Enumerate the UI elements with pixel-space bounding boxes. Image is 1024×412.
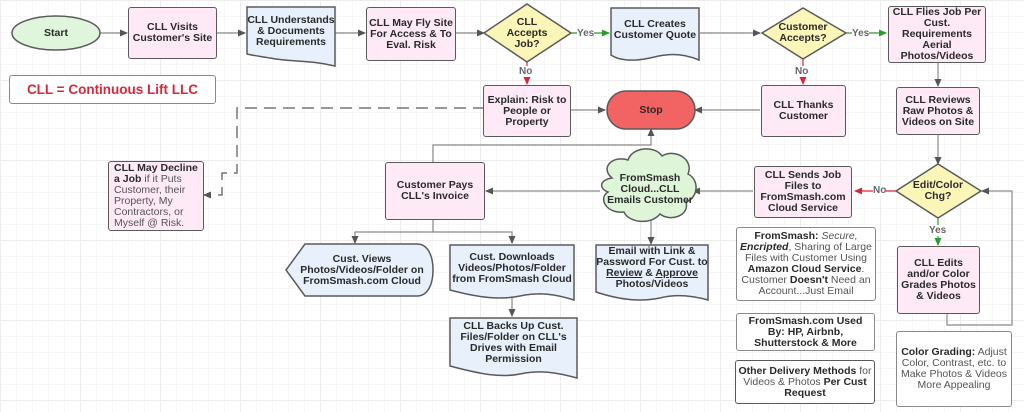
other-methods-t: for Videos & Photos (743, 364, 872, 388)
may-fly-label: CLL May Fly Site For Access & To Eval. R… (369, 16, 453, 51)
edit-color-label: Edit/Color Chg? (912, 179, 964, 202)
fromsmash-bi: Encripted (740, 241, 789, 253)
accepts-job-label: CLL Accepts Job? (506, 15, 548, 50)
legend-text: CLL = Continuous Lift LLC (26, 82, 199, 97)
other-methods-b1: Other Delivery Methods (738, 364, 857, 377)
edge-edits-loop (946, 187, 1013, 326)
views-cloud-label: Cust. Views Photos/Videos/Folder on From… (300, 252, 424, 287)
may-decline-node[interactable]: CLL May Decline a Job if it Puts Custome… (108, 161, 204, 231)
may-decline-text: CLL May Decline a Job if it Puts Custome… (114, 163, 198, 229)
stop-label: Stop (639, 103, 663, 116)
start-label: Start (44, 26, 68, 39)
cloud-emails-label: FromSmash Cloud...CLL Emails Customer (607, 171, 693, 206)
email-link-review: Review (606, 267, 643, 279)
edits-grades-label: CLL Edits and/or Color Grades Photos & V… (901, 257, 976, 302)
start-node[interactable]: Start (12, 16, 100, 50)
understands-node[interactable]: CLL Understands & Documents Requirements (247, 7, 335, 55)
backs-up-node[interactable]: CLL Backs Up Cust. Files/Folder on CLL's… (450, 318, 577, 368)
flies-job-node[interactable]: CLL Flies Job Per Cust. Requirements Aer… (888, 6, 986, 63)
backup-document-shape (449, 317, 578, 379)
fromsmash-note: FromSmash: Secure, Encripted, Sharing of… (736, 227, 876, 301)
sends-files-label: CLL Sends Job Files to FromSmash.com Clo… (760, 169, 846, 214)
customer-accepts-diamond (760, 7, 848, 60)
email-link-part1: Email with Link & Password For Cust. to (596, 245, 708, 268)
edge-label-no-edit: No (873, 185, 887, 196)
understands-label: CLL Understands & Documents Requirements (247, 13, 335, 48)
edit-color-diamond (894, 163, 983, 219)
edit-color-node[interactable]: Edit/Color Chg? (906, 176, 970, 206)
reviews-raw-label: CLL Reviews Raw Photos & Videos on Site (901, 93, 975, 128)
cloud-emails-node[interactable]: FromSmash Cloud...CLL Emails Customer (606, 160, 694, 218)
email-link-part2: Photos/Videos (615, 278, 689, 290)
visits-site-label: CLL Visits Customer's Site (132, 21, 213, 44)
downloads-document-shape (449, 244, 575, 302)
views-cloud-node[interactable]: Cust. Views Photos/Videos/Folder on From… (292, 244, 432, 296)
may-decline-bold: CLL May Decline a Job (114, 162, 198, 185)
email-link-text: Email with Link & Password For Cust. to … (596, 246, 708, 290)
fromsmash-i1: Secure, (818, 230, 858, 242)
may-decline-rest: if it Puts Customer, their Property, My … (114, 173, 186, 229)
used-by-text: FromSmash.com Used By: HP, Airbnb, Shutt… (748, 314, 863, 349)
downloads-label: Cust. Downloads Videos/Photos/Folder fro… (452, 250, 572, 285)
email-link-node[interactable]: Email with Link & Password For Cust. to … (596, 245, 708, 291)
pays-invoice-node[interactable]: Customer Pays CLL's Invoice (385, 162, 485, 220)
stop-node[interactable]: Stop (607, 91, 695, 129)
legend-box: CLL = Continuous Lift LLC (9, 75, 216, 104)
explain-risk-node[interactable]: Explain: Risk to People or Property (483, 85, 571, 137)
sends-files-node[interactable]: CLL Sends Job Files to FromSmash.com Clo… (754, 166, 852, 218)
edge-invoice-downloads (433, 231, 516, 244)
accepts-job-diamond (482, 3, 573, 63)
backs-up-label: CLL Backs Up Cust. Files/Folder on CLL's… (460, 320, 567, 365)
color-grading-text: Color Grading: Adjust Color, Contrast, e… (899, 347, 1009, 391)
customer-accepts-label: Customer Accepts? (778, 21, 828, 44)
edge-label-yes-accepts: Yes (577, 28, 595, 39)
fromsmash-b1: FromSmash: (754, 230, 819, 242)
other-methods-text: Other Delivery Methods for Videos & Phot… (738, 364, 872, 399)
edge-label-yes-edit: Yes (929, 225, 947, 236)
edits-grades-node[interactable]: CLL Edits and/or Color Grades Photos & V… (897, 246, 980, 314)
other-methods-note: Other Delivery Methods for Videos & Phot… (735, 360, 875, 404)
edge-invoice-stop (432, 128, 655, 162)
may-fly-node[interactable]: CLL May Fly Site For Access & To Eval. R… (366, 7, 456, 61)
thanks-customer-node[interactable]: CLL Thanks Customer (761, 85, 846, 137)
fromsmash-note-text: FromSmash: Secure, Encripted, Sharing of… (739, 231, 873, 297)
visits-site-node[interactable]: CLL Visits Customer's Site (128, 7, 217, 59)
views-display-shape (285, 243, 434, 297)
fromsmash-t3: Need an Account...Just Email (758, 274, 871, 297)
other-methods-b2: Per Cust Request (784, 375, 867, 399)
creates-quote-label: CLL Creates Customer Quote (613, 18, 697, 41)
thanks-customer-label: CLL Thanks Customer (773, 99, 834, 122)
reviews-raw-node[interactable]: CLL Reviews Raw Photos & Videos on Site (896, 87, 980, 135)
edge-label-yes-custaccepts: Yes (852, 28, 870, 39)
pays-invoice-label: Customer Pays CLL's Invoice (396, 179, 474, 202)
accepts-job-node[interactable]: CLL Accepts Job? (497, 14, 557, 52)
fromsmash-b3: Doesn't (789, 274, 828, 286)
creates-quote-node[interactable]: CLL Creates Customer Quote (611, 9, 699, 51)
email-link-amp: & (642, 267, 656, 279)
downloads-node[interactable]: Cust. Downloads Videos/Photos/Folder fro… (450, 245, 574, 291)
fromsmash-t1: , Sharing of Large Files with Customer U… (745, 241, 872, 264)
edge-label-no-accepts: No (519, 66, 533, 77)
edge-explain-decline-dashed (203, 107, 485, 199)
fromsmash-t2: . Customer (741, 263, 865, 286)
start-terminal (11, 15, 101, 51)
customer-accepts-node[interactable]: Customer Accepts? (770, 18, 836, 48)
quote-document-shape (610, 7, 700, 62)
edge-invoice-views (351, 220, 434, 244)
understands-document-shape (246, 6, 336, 67)
color-grading-b: Color Grading: (901, 346, 976, 358)
color-grading-note: Color Grading: Adjust Color, Contrast, e… (896, 331, 1012, 407)
flies-job-label: CLL Flies Job Per Cust. Requirements Aer… (892, 6, 982, 62)
edge-label-no-custaccepts: No (795, 66, 809, 77)
cloud-shape (600, 148, 697, 223)
email-document-shape (595, 244, 709, 301)
fromsmash-b2: Amazon Cloud Service (747, 263, 862, 275)
color-grading-t: Adjust Color, Contrast, etc. to Make Pho… (900, 346, 1008, 391)
email-link-approve: Approve (655, 267, 698, 279)
explain-risk-label: Explain: Risk to People or Property (487, 93, 567, 128)
used-by-note: FromSmash.com Used By: HP, Airbnb, Shutt… (736, 313, 875, 351)
stop-terminal (606, 90, 696, 130)
